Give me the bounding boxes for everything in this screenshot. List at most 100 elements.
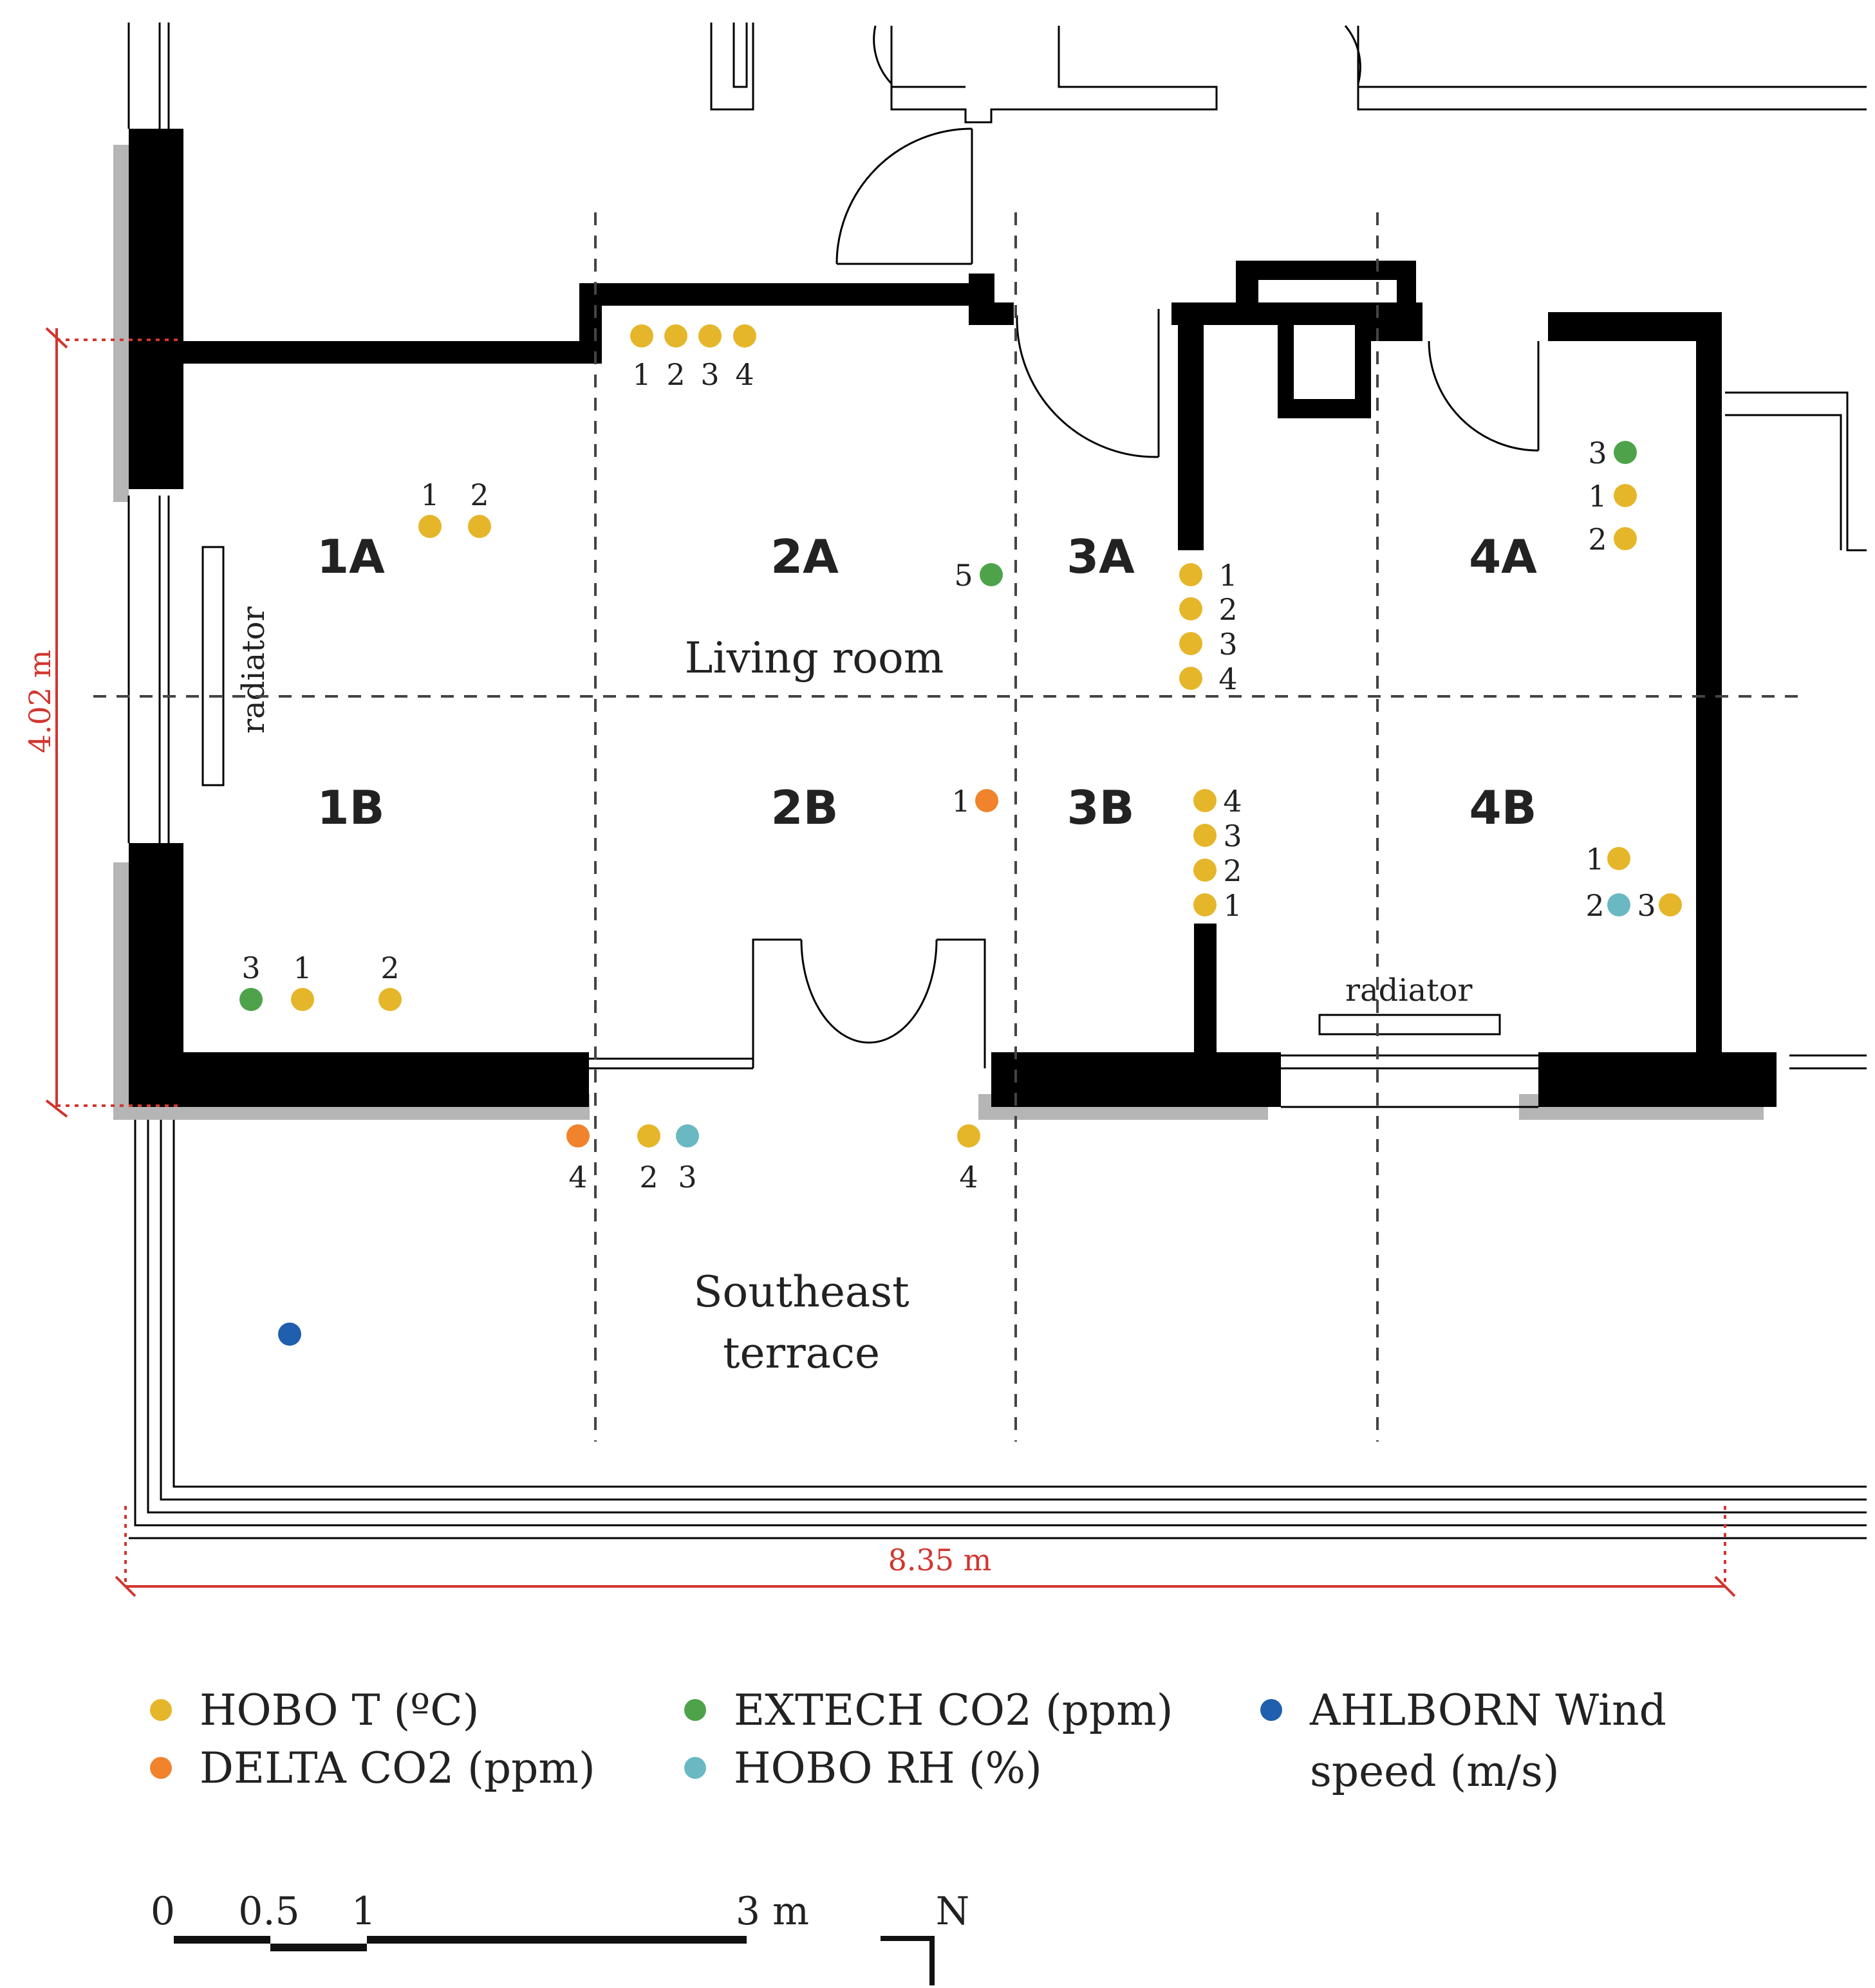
sensor-delta xyxy=(975,789,998,812)
zone-4a: 4A xyxy=(1469,530,1537,584)
sensor-hobo-t xyxy=(1179,632,1202,655)
zone-1b: 1B xyxy=(317,781,385,835)
sensor-number: 4 xyxy=(735,357,754,392)
sensor-number: 2 xyxy=(380,951,399,985)
sensor-delta xyxy=(566,1124,590,1147)
sensor-number: 3 xyxy=(700,357,719,392)
sensor-number: 1 xyxy=(293,951,312,985)
room-terrace-line2: terrace xyxy=(723,1328,880,1378)
sensors-hobo-t xyxy=(291,324,1682,1147)
sensor-hobo-t xyxy=(733,324,756,348)
sensor-hobo-t xyxy=(698,324,722,348)
sensor-number: 2 xyxy=(1585,888,1604,923)
sensors-delta xyxy=(566,789,998,1147)
dimension-width xyxy=(115,1506,1736,1597)
north-arrow-icon: N xyxy=(881,1889,969,1985)
sensor-number: 2 xyxy=(1588,522,1607,557)
sensor-hobo-t xyxy=(1614,484,1637,507)
dimension-height-label: 4.02 m xyxy=(23,650,57,754)
radiator-label-bottom: radiator xyxy=(1345,972,1472,1008)
room-terrace-line1: Southeast xyxy=(693,1267,909,1317)
sensor-hobo-t xyxy=(1193,824,1217,847)
sensor-hobo-rh xyxy=(1607,893,1630,916)
sensor-number: 4 xyxy=(568,1160,587,1194)
sensor-number: 3 xyxy=(1588,436,1607,470)
sensor-number: 4 xyxy=(1223,784,1242,819)
room-living-room: Living room xyxy=(685,633,944,683)
sensor-number: 3 xyxy=(241,951,260,985)
sensor-hobo-t xyxy=(1179,597,1202,620)
sensor-numbers: 1 2 3 4 1 2 5 1 2 3 4 3 1 2 1 4 3 2 1 1 … xyxy=(241,357,1656,1194)
walls xyxy=(129,129,1777,1107)
sensor-number: 3 xyxy=(678,1160,696,1194)
radiator-label-left: radiator xyxy=(236,607,272,734)
sensor-number: 1 xyxy=(1588,479,1607,514)
sensor-number: 2 xyxy=(639,1160,658,1194)
sensor-number: 1 xyxy=(1585,842,1604,877)
zone-1a: 1A xyxy=(317,530,385,584)
sensor-hobo-t xyxy=(418,515,442,538)
legend-swatch-hobo-t xyxy=(150,1699,172,1721)
zone-4b: 4B xyxy=(1469,781,1537,835)
scale-tick-0: 0 xyxy=(151,1889,175,1934)
sensor-ahlborn xyxy=(278,1323,301,1346)
sensor-hobo-t xyxy=(468,515,491,538)
legend-swatch-delta xyxy=(150,1757,172,1779)
sensor-number: 3 xyxy=(1637,888,1656,923)
scale-tick-0-5: 0.5 xyxy=(238,1889,299,1934)
sensor-hobo-t xyxy=(1193,893,1217,916)
sensor-hobo-t xyxy=(1193,789,1217,812)
sensor-hobo-t xyxy=(664,324,687,348)
legend-label-hobo-t: HOBO T (ºC) xyxy=(200,1686,480,1735)
sensor-hobo-t xyxy=(378,988,402,1011)
sensor-extech xyxy=(980,563,1003,586)
legend-label-extech: EXTECH CO2 (ppm) xyxy=(734,1686,1173,1735)
sensor-number: 2 xyxy=(1218,592,1237,627)
sensor-number: 1 xyxy=(632,357,651,392)
north-label: N xyxy=(936,1889,970,1934)
sensor-number: 3 xyxy=(1223,819,1242,853)
legend-swatch-hobo-rh xyxy=(684,1757,706,1779)
legend-swatch-extech xyxy=(684,1699,706,1721)
sensor-hobo-t xyxy=(1614,527,1637,550)
legend: HOBO T (ºC) DELTA CO2 (ppm) EXTECH CO2 (… xyxy=(150,1686,1666,1796)
sensor-number: 2 xyxy=(470,478,489,512)
thin-structure xyxy=(127,23,1867,1539)
zone-2a: 2A xyxy=(770,530,839,584)
radiator-left xyxy=(201,546,225,786)
sensor-extech xyxy=(1614,441,1637,464)
sensors-extech xyxy=(239,441,1637,1011)
sensor-hobo-t xyxy=(1179,563,1202,586)
sensor-extech xyxy=(239,988,263,1011)
scale-bar: 0 0.5 1 3 m xyxy=(151,1889,809,1951)
sensor-number: 2 xyxy=(1223,853,1242,888)
dimension-height xyxy=(45,327,180,1118)
scale-tick-1: 1 xyxy=(351,1889,376,1934)
legend-label-delta: DELTA CO2 (ppm) xyxy=(200,1743,595,1793)
legend-label-ahlborn-1: AHLBORN Wind xyxy=(1309,1686,1666,1735)
sensor-hobo-t xyxy=(637,1124,660,1147)
zone-3a: 3A xyxy=(1067,530,1135,584)
sensor-hobo-t xyxy=(1659,893,1682,916)
sensor-number: 1 xyxy=(420,478,439,512)
sensor-hobo-t xyxy=(1179,667,1202,690)
sensor-hobo-t xyxy=(630,324,653,348)
sensor-hobo-t xyxy=(1607,847,1630,870)
sensor-number: 5 xyxy=(954,558,973,593)
sensor-number: 3 xyxy=(1218,627,1237,662)
sensor-number: 1 xyxy=(951,784,970,819)
legend-label-hobo-rh: HOBO RH (%) xyxy=(734,1743,1042,1793)
legend-label-ahlborn-2: speed (m/s) xyxy=(1310,1747,1560,1796)
sensor-number: 1 xyxy=(1223,888,1242,923)
zone-2b: 2B xyxy=(771,781,839,835)
zone-grid xyxy=(93,212,1802,1442)
sensor-number: 4 xyxy=(959,1160,978,1194)
sensor-number: 4 xyxy=(1218,662,1237,696)
sensor-hobo-t xyxy=(1193,859,1217,882)
radiator-bottom xyxy=(1318,1014,1501,1036)
sensor-hobo-rh xyxy=(676,1124,699,1147)
sensor-number: 1 xyxy=(1218,558,1237,593)
sensors-hobo-rh xyxy=(676,893,1630,1147)
zone-3b: 3B xyxy=(1067,781,1135,835)
